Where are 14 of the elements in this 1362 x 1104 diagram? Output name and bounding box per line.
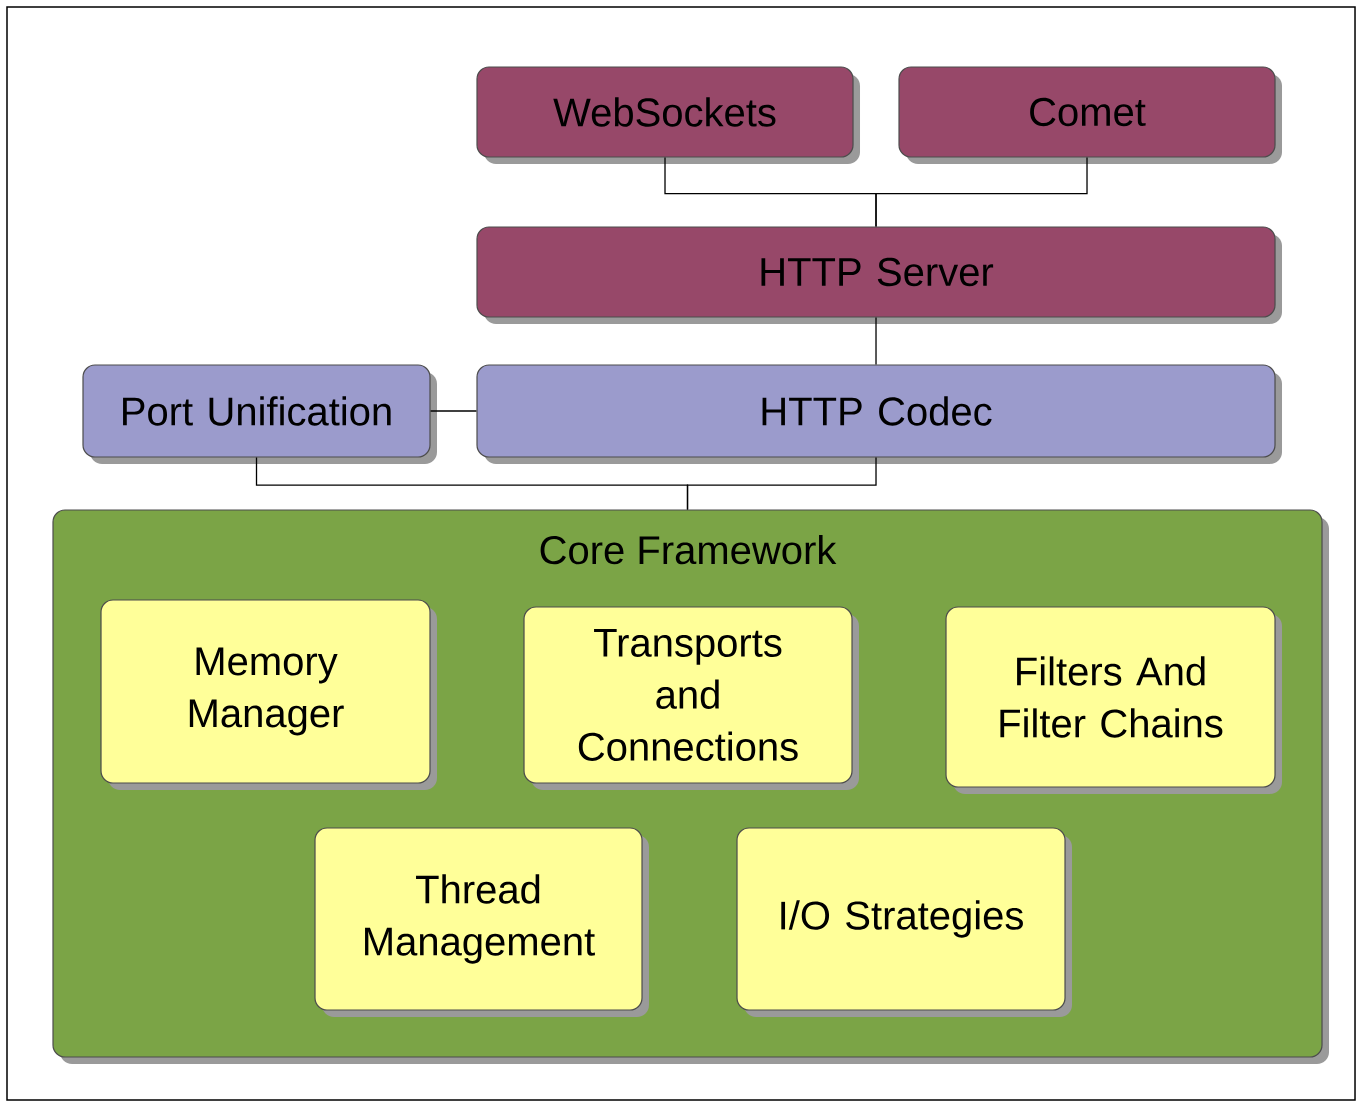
component-box: Thread Management [314,827,649,1017]
connector-line [686,456,877,511]
layer-box: Port Unification [82,364,437,464]
layer-box: WebSockets [476,66,860,164]
component-box: I/O Strategies [736,827,1072,1017]
layer-box: HTTP Server [476,226,1282,324]
connector-line [429,410,478,412]
component-box: Memory Manager [100,599,437,790]
layer-box: Comet [898,66,1282,164]
connector-line [875,156,1088,228]
component-box: Filters And Filter Chains [945,606,1282,794]
layer-box: HTTP Codec [476,364,1282,464]
component-box: Transports and Connections [523,606,859,790]
connector-line [875,316,877,366]
